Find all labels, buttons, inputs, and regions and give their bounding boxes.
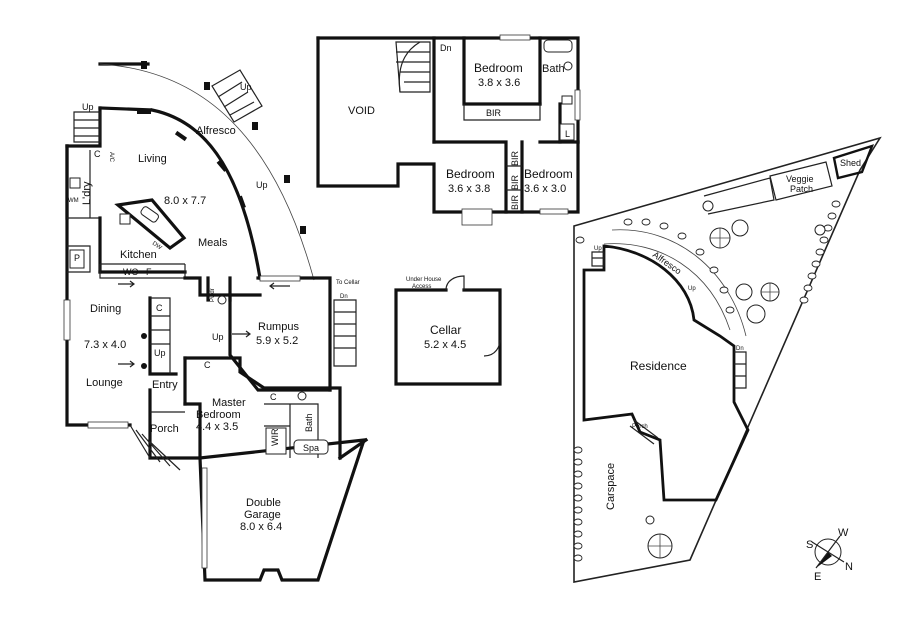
label-cellar: Cellar (430, 323, 461, 337)
label-laundry: L'dry (81, 181, 93, 205)
label-void: VOID (348, 105, 375, 117)
label-bed2-dim: 3.6 x 3.8 (448, 183, 490, 195)
label-site-up-1: Up (594, 246, 602, 252)
upper-floor-labels: VOID Dn Bedroom 3.8 x 3.6 Bath BIR L Bed… (348, 43, 573, 210)
label-up-stair: Up (154, 348, 166, 358)
label-lounge: Lounge (86, 377, 123, 389)
label-master: Master (212, 397, 246, 409)
label-master-dim: 4.4 x 3.5 (196, 421, 238, 433)
label-site-porch: Porch (632, 424, 648, 430)
label-up-laundry: Up (82, 102, 94, 112)
label-bed3: Bedroom (524, 167, 573, 181)
label-rumpus: Rumpus (258, 321, 299, 333)
label-bath: Bath (304, 413, 314, 432)
label-to-cellar: To Cellar (336, 280, 360, 286)
label-p: P (74, 253, 80, 263)
label-up-rumpus: Up (212, 332, 224, 342)
label-shed: Shed (840, 158, 861, 168)
label-c-stair: C (156, 303, 163, 313)
label-bed3-dim: 3.6 x 3.0 (524, 183, 566, 195)
label-cellar-dim: 5.2 x 4.5 (424, 339, 466, 351)
label-bed1: Bedroom (474, 61, 523, 75)
site-plan: Veggie Patch Shed Alfresco Up Up Residen… (573, 136, 882, 583)
label-dining-dim: 7.3 x 4.0 (84, 339, 126, 351)
label-master-bedroom: Bedroom (196, 409, 241, 421)
label-cellar-note-1: Under House (406, 277, 442, 283)
label-bir-c: BIR (510, 194, 520, 210)
label-garage-2: Garage (244, 509, 281, 521)
label-cellar-note-2: Access (412, 284, 431, 290)
label-bath-upper: Bath (542, 63, 565, 75)
label-f: F (146, 267, 152, 277)
label-l: L (565, 129, 570, 139)
ground-floor-plan (63, 61, 369, 582)
label-bir1: BIR (486, 108, 502, 118)
compass-s: S (806, 539, 813, 551)
label-living: Living (138, 153, 167, 165)
ground-floor-labels: Alfresco Up Up Living 8.0 x 7.7 L'dry WM… (68, 82, 360, 533)
label-garage-1: Double (246, 497, 281, 509)
label-up-alfresco: Up (240, 82, 252, 92)
label-meals: Meals (198, 237, 228, 249)
label-residence: Residence (630, 359, 687, 373)
label-kitchen: Kitchen (120, 249, 157, 261)
label-up-meals: Up (256, 180, 268, 190)
label-site-up-2: Up (688, 286, 696, 292)
label-spa: Spa (303, 443, 319, 453)
label-veggie-2: Patch (790, 184, 813, 194)
label-veggie-1: Veggie (786, 174, 814, 184)
label-pwdr: Pwdr (210, 288, 216, 302)
label-bed2: Bedroom (446, 167, 495, 181)
cellar-plan: Under House Access Cellar 5.2 x 4.5 (394, 275, 502, 386)
label-bed1-dim: 3.8 x 3.6 (478, 77, 520, 89)
compass-w: W (838, 527, 849, 539)
label-porch: Porch (150, 423, 179, 435)
label-rumpus-dim: 5.9 x 5.2 (256, 335, 298, 347)
label-c-master: C (270, 392, 277, 402)
label-wo: WO (123, 267, 139, 277)
label-wm: WM (68, 198, 79, 204)
label-alfresco: Alfresco (196, 125, 236, 137)
label-dining: Dining (90, 303, 121, 315)
label-c-laundry: C (94, 149, 101, 159)
label-dn-cellar: Dn (340, 294, 348, 300)
label-dn: Dn (440, 43, 452, 53)
compass-rose: S W E N (806, 527, 853, 583)
label-c-hall: C (204, 360, 211, 370)
upper-floor-plan (316, 34, 581, 226)
label-garage-dim: 8.0 x 6.4 (240, 521, 282, 533)
label-ac: A/C (108, 152, 114, 163)
label-wir: WIR (270, 428, 280, 446)
label-bir-b: BIR (510, 174, 520, 190)
compass-e: E (814, 571, 821, 583)
label-living-dim: 8.0 x 7.7 (164, 195, 206, 207)
label-carspace: Carspace (605, 463, 617, 510)
label-dw: DW (151, 241, 163, 252)
compass-n: N (845, 561, 853, 573)
label-entry: Entry (152, 379, 178, 391)
label-site-dn: Dn (736, 346, 744, 352)
label-bir-a: BIR (510, 150, 520, 166)
